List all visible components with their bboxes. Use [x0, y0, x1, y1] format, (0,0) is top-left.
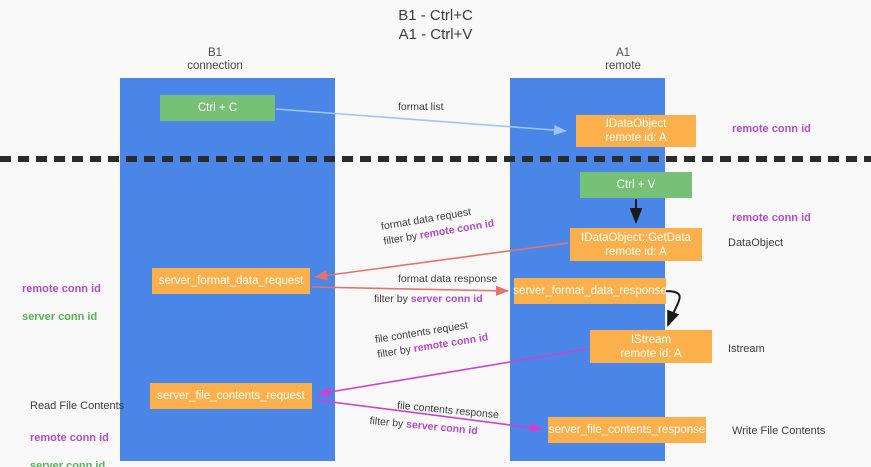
- annotation-read-file-contents: Read File Contents: [30, 400, 125, 412]
- annotation-group-left-bottom: Read File Contents remote conn id server…: [30, 385, 124, 467]
- annotation-group-left-middle: remote conn id server conn id: [22, 268, 101, 338]
- edge-file-contents-response: [315, 399, 543, 433]
- column-header-b1: B1 connection: [187, 47, 243, 72]
- annotation-server-conn-id-left-mid: server conn id: [22, 311, 98, 323]
- filter-by-label-4: filter by: [369, 414, 407, 431]
- annotation-server-conn-id-left-bot: server conn id: [30, 460, 106, 467]
- edge-format-data-request: [314, 242, 569, 281]
- edge-file-contents-request: [317, 348, 589, 398]
- node-idataobject-getdata[interactable]: IDataObject::GetData remote id: A: [570, 228, 702, 261]
- annotation-remote-conn-id-top: remote conn id: [732, 123, 811, 135]
- annotation-remote-conn-id-mid: remote conn id: [732, 212, 811, 224]
- annotation-dataobject: DataObject: [728, 237, 784, 249]
- edge-format-list: [275, 108, 567, 136]
- section-divider: [0, 156, 871, 162]
- annotation-remote-conn-id-left-bot: remote conn id: [30, 432, 109, 444]
- annotation-write-file-contents: Write File Contents: [732, 425, 826, 437]
- column-header-a1: A1 remote: [605, 47, 641, 72]
- node-server-format-data-request[interactable]: server_format_data_request: [152, 268, 310, 294]
- edge-label-format-data-response: format data response filter by server co…: [374, 272, 497, 307]
- node-ctrl-v[interactable]: Ctrl + V: [580, 172, 692, 198]
- filter-by-label-2: filter by: [374, 293, 411, 305]
- diagram-title: B1 - Ctrl+C A1 - Ctrl+V: [398, 7, 473, 43]
- edge-label-format-list: format list: [398, 100, 444, 115]
- server-conn-id-filter-1: server conn id: [410, 293, 483, 305]
- annotation-remote-conn-id-left-mid: remote conn id: [22, 283, 101, 295]
- node-server-file-contents-response[interactable]: server_file_contents_response: [548, 417, 706, 443]
- edge-label-format-list-text: format list: [398, 101, 444, 113]
- annotation-istream: Istream: [728, 343, 765, 355]
- node-istream[interactable]: IStream remote id: A: [590, 330, 712, 363]
- node-ctrl-c[interactable]: Ctrl + C: [160, 95, 275, 121]
- edge-format-data-response: [311, 285, 509, 296]
- node-server-file-contents-request[interactable]: server_file_contents_request: [150, 383, 312, 409]
- node-idataobject[interactable]: IDataObject remote id: A: [576, 115, 696, 147]
- edge-response-to-istream: [663, 290, 681, 327]
- node-server-format-data-response[interactable]: server_format_data_response: [513, 278, 667, 304]
- format-data-response-text: format data response: [398, 273, 498, 285]
